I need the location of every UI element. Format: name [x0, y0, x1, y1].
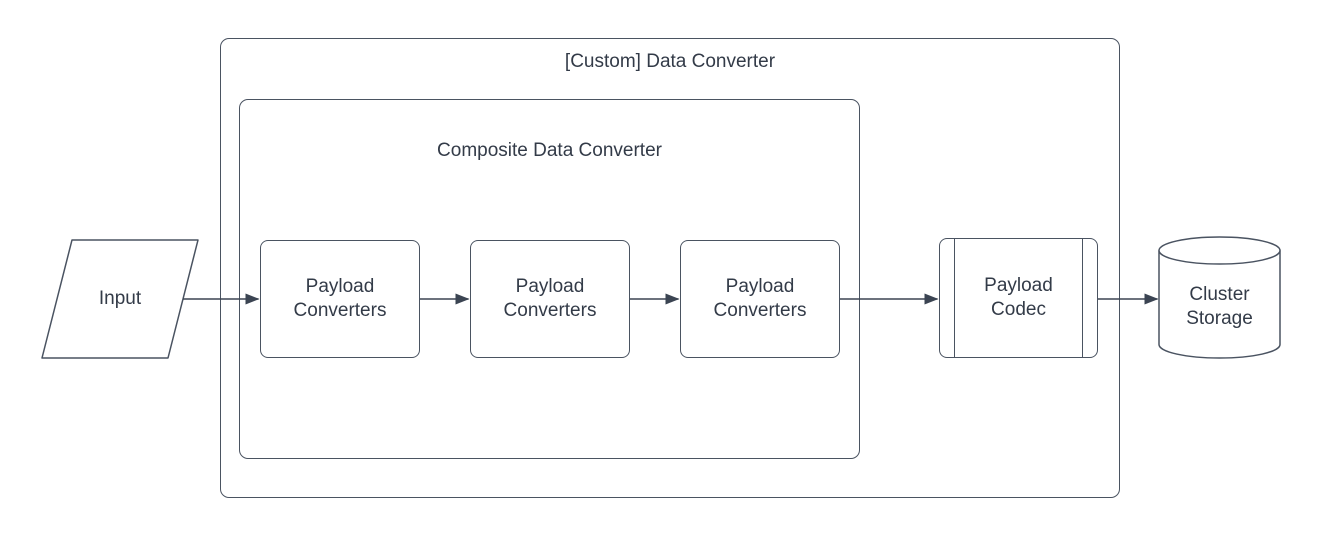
custom-data-converter-label: [Custom] Data Converter [564, 51, 776, 72]
payload-converters-node-2: Payload Converters [470, 240, 630, 358]
subroutine-right-line [1082, 239, 1083, 357]
payload-converters-node-2-label: Payload Converters [503, 276, 597, 321]
payload-converters-node-3: Payload Converters [680, 240, 840, 358]
cluster-storage-node-label: Cluster Storage [1186, 284, 1253, 329]
custom-data-converter-container: [Custom] Data Converter [220, 38, 1120, 498]
composite-data-converter-label: Composite Data Converter [437, 140, 662, 161]
payload-converters-node-1-label: Payload Converters [293, 276, 387, 321]
input-node-label: Input [98, 288, 142, 309]
payload-converters-node-1: Payload Converters [260, 240, 420, 358]
cluster-storage-node: Cluster Storage [1159, 256, 1280, 358]
payload-codec-node-label: Payload Codec [984, 275, 1053, 320]
subroutine-left-line [954, 239, 955, 357]
input-node: Input [60, 240, 180, 358]
payload-converters-node-3-label: Payload Converters [713, 276, 807, 321]
payload-codec-node: Payload Codec [939, 238, 1098, 358]
composite-data-converter-container: Composite Data Converter [239, 99, 860, 459]
